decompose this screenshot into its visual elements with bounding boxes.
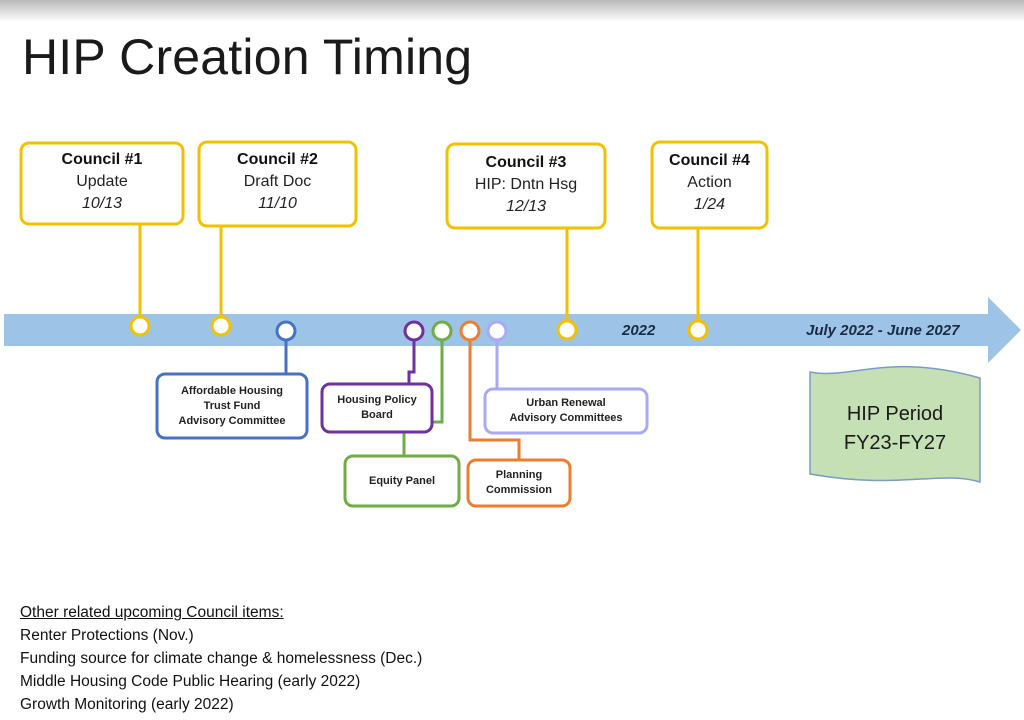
top-shading bbox=[0, 0, 1024, 22]
group-label: Commission bbox=[485, 484, 552, 496]
hip-period-years: FY23-FY27 bbox=[843, 432, 947, 454]
group-connector bbox=[468, 341, 521, 459]
timeline-point-council bbox=[687, 319, 709, 341]
timeline-point-group bbox=[275, 320, 297, 342]
group-label: Trust Fund bbox=[203, 400, 261, 412]
council-box-2 bbox=[197, 140, 358, 228]
council-box-2-text: Council #2 Draft Doc 11/10 bbox=[199, 151, 356, 213]
group-label: Board bbox=[361, 409, 393, 421]
other-items-list: Other related upcoming Council items: Re… bbox=[20, 601, 422, 716]
council-subtitle: Draft Doc bbox=[243, 173, 312, 190]
group-label: Planning bbox=[495, 469, 543, 481]
council-date: 11/10 bbox=[258, 195, 297, 212]
timeline-point-council bbox=[129, 315, 151, 337]
timeline-point-group bbox=[486, 320, 508, 342]
group-box-hpb-text: Housing Policy Board bbox=[322, 393, 432, 423]
other-item: Growth Monitoring (early 2022) bbox=[20, 696, 234, 713]
timeline-period-label: July 2022 - June 2027 bbox=[806, 322, 960, 339]
group-box-equity-text: Equity Panel bbox=[345, 474, 459, 489]
timeline-point-council bbox=[210, 315, 232, 337]
council-box-4-text: Council #4 Action 1/24 bbox=[652, 152, 767, 214]
group-connector bbox=[407, 341, 416, 383]
timeline-point-group bbox=[403, 320, 425, 342]
council-box-1-text: Council #1 Update 10/13 bbox=[21, 151, 183, 213]
timeline-year-label: 2022 bbox=[622, 322, 656, 339]
council-title: Council #1 bbox=[61, 151, 143, 168]
group-label: Affordable Housing bbox=[180, 385, 284, 397]
other-item: Funding source for climate change & home… bbox=[20, 650, 423, 667]
council-title: Council #3 bbox=[485, 154, 567, 171]
other-item: Renter Protections (Nov.) bbox=[20, 627, 194, 644]
timeline-point-council bbox=[556, 319, 578, 341]
council-subtitle: Action bbox=[687, 174, 732, 191]
council-date: 12/13 bbox=[505, 198, 547, 215]
group-label: Advisory Committees bbox=[509, 412, 623, 424]
group-label: Equity Panel bbox=[368, 475, 436, 487]
hip-period-label: HIP Period bbox=[846, 403, 944, 425]
timeline-point-group bbox=[431, 320, 453, 342]
group-box-equity bbox=[343, 454, 461, 508]
timeline-arrow bbox=[4, 297, 1021, 363]
council-box-3-text: Council #3 HIP: Dntn Hsg 12/13 bbox=[447, 154, 605, 216]
other-item: Middle Housing Code Public Hearing (earl… bbox=[20, 673, 361, 690]
council-box-1 bbox=[19, 141, 185, 226]
council-date: 1/24 bbox=[693, 196, 726, 213]
timeline-point-group bbox=[459, 320, 481, 342]
group-label: Urban Renewal bbox=[526, 397, 606, 409]
group-box-ahtf-text: Affordable Housing Trust Fund Advisory C… bbox=[157, 384, 307, 429]
group-box-planning bbox=[466, 458, 572, 508]
group-label: Housing Policy bbox=[337, 394, 417, 406]
group-box-hpb bbox=[320, 382, 434, 434]
group-box-urban bbox=[483, 387, 649, 435]
hip-period-flag bbox=[809, 365, 981, 484]
council-subtitle: Update bbox=[76, 173, 128, 190]
council-date: 10/13 bbox=[81, 195, 123, 212]
hip-period-text: HIP Period FY23-FY27 bbox=[812, 400, 978, 458]
group-label: Advisory Committee bbox=[178, 415, 286, 427]
slide-title: HIP Creation Timing bbox=[22, 29, 473, 85]
council-subtitle: HIP: Dntn Hsg bbox=[474, 176, 578, 193]
council-box-4 bbox=[650, 140, 769, 230]
group-box-urban-text: Urban Renewal Advisory Committees bbox=[485, 396, 647, 426]
group-box-planning-text: Planning Commission bbox=[468, 468, 570, 498]
council-box-3 bbox=[445, 142, 607, 230]
council-title: Council #2 bbox=[237, 151, 318, 168]
group-box-ahtf bbox=[155, 372, 309, 440]
other-items-heading: Other related upcoming Council items: bbox=[20, 604, 284, 621]
council-title: Council #4 bbox=[669, 152, 750, 169]
